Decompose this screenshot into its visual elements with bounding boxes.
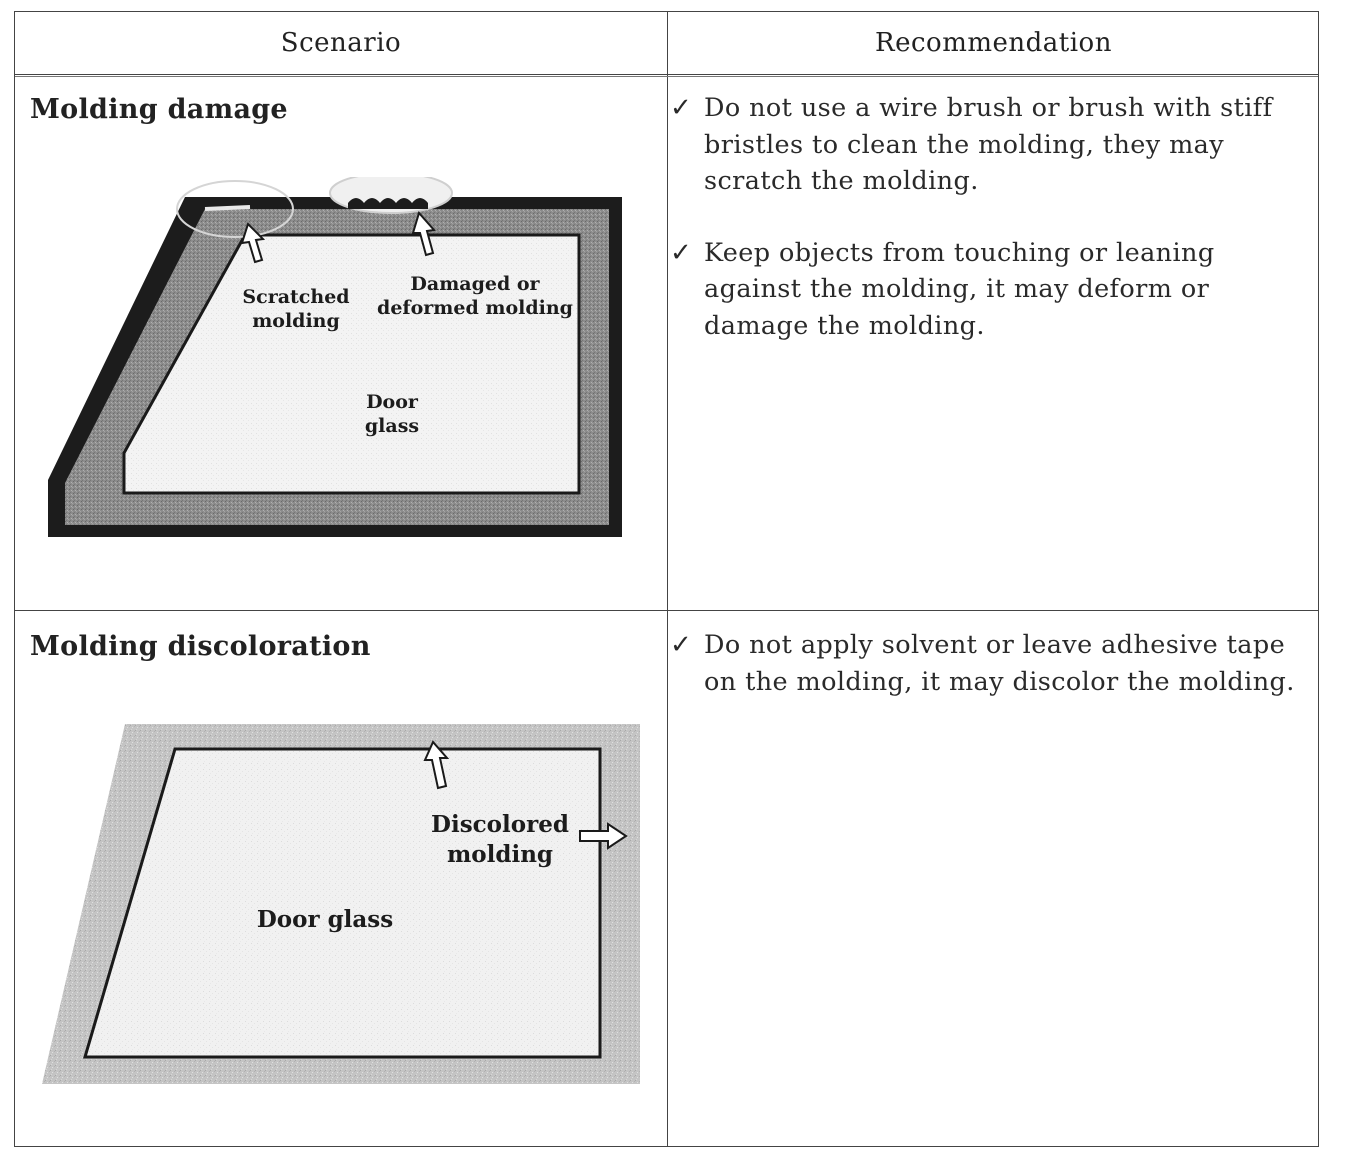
arrow-damaged (411, 210, 436, 257)
door-glass (82, 747, 602, 1059)
arrow-up-molding (423, 740, 450, 790)
header-scenario: Scenario (280, 28, 402, 58)
arrow-right-molding (579, 822, 628, 850)
recommendations-damage: ✓ Do not use a wire brush or brush with … (670, 90, 1310, 379)
check-icon: ✓ (670, 93, 693, 123)
recommendation-item: ✓ Do not apply solvent or leave adhesive… (670, 627, 1310, 700)
arrow-scratched (240, 222, 266, 264)
label-door-glass-1: Door glass (364, 391, 420, 437)
molding-damage-illustration (48, 172, 622, 537)
header-recommendation: Recommendation (875, 28, 1112, 58)
check-icon: ✓ (670, 630, 693, 660)
molding-discoloration-illustration (42, 724, 640, 1084)
scenario-molding-damage: Molding damage (30, 94, 288, 125)
label-damaged-molding: Damaged or deformed molding (377, 273, 573, 319)
row-divider (15, 610, 1318, 611)
scenario-molding-discoloration: Molding discoloration (30, 631, 371, 662)
care-table: Scenario Recommendation Molding damage (14, 11, 1319, 1147)
label-door-glass-2: Door glass (256, 906, 394, 933)
header-divider-inner (15, 76, 1318, 77)
recommendations-discoloration: ✓ Do not apply solvent or leave adhesive… (670, 627, 1310, 735)
recommendation-item: ✓ Do not use a wire brush or brush with … (670, 90, 1310, 200)
header-divider (15, 74, 1318, 75)
check-icon: ✓ (670, 237, 693, 268)
molding-damage-figure: Scratched molding Damaged or deformed mo… (45, 172, 645, 557)
molding-discoloration-figure: Discolored molding Door glass (40, 720, 650, 1090)
door-glass (122, 233, 581, 495)
recommendation-item: ✓ Keep objects from touching or leaning … (670, 235, 1310, 345)
recommendation-text: Do not apply solvent or leave adhesive t… (704, 630, 1295, 697)
recommendation-text: Keep objects from touching or leaning ag… (704, 237, 1215, 341)
label-scratched-molding: Scratched molding (242, 286, 350, 332)
label-discolored-molding: Discolored molding (431, 811, 569, 868)
column-divider (667, 12, 668, 1146)
deformed-molding-highlight (329, 172, 453, 214)
scratch-highlight (176, 180, 294, 238)
recommendation-text: Do not use a wire brush or brush with st… (704, 93, 1273, 196)
